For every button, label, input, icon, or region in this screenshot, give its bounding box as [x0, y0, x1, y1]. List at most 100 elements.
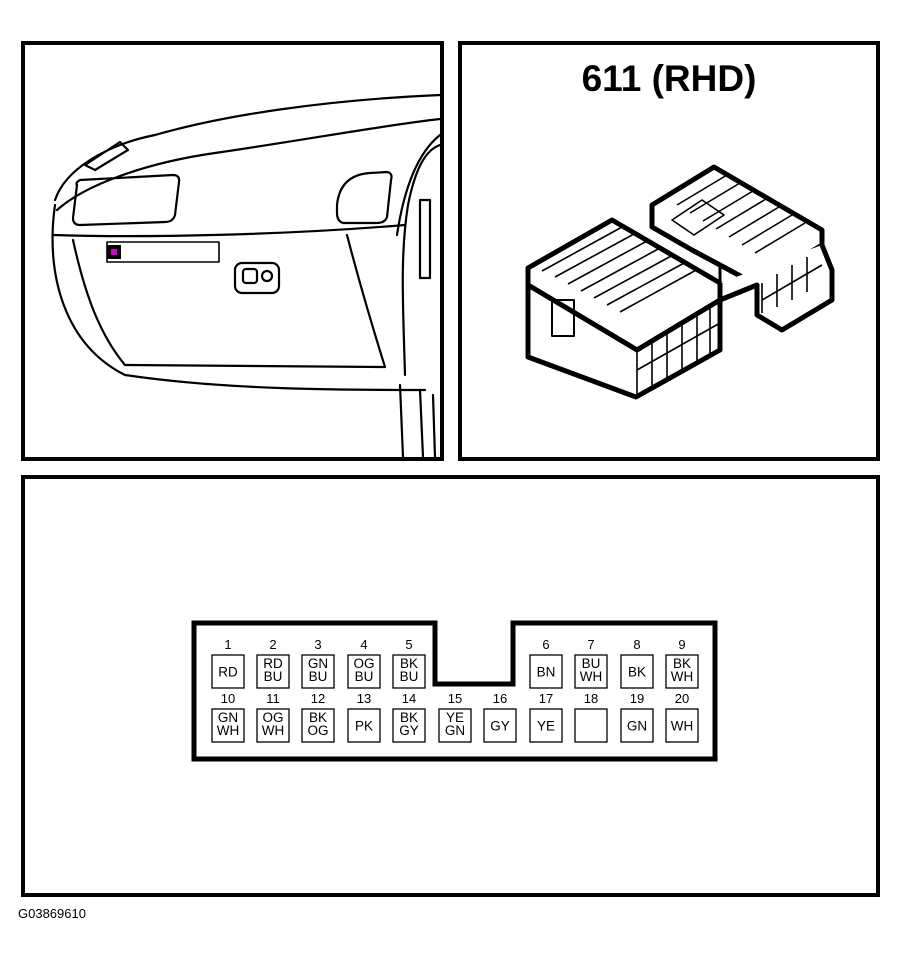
wire-color-code: OG	[307, 723, 328, 738]
pin-number: 6	[542, 637, 549, 652]
pin-cavity	[256, 654, 290, 689]
connector-left-cavities	[636, 307, 721, 397]
pin-cavity	[574, 708, 608, 743]
pin-grid: 1RD2RDBU3GNBU4OGBU5BKBU6BN7BUWH8BK9BKWH1…	[211, 637, 699, 743]
figure-code: G03869610	[18, 906, 86, 921]
pin-cavity	[665, 654, 699, 689]
wire-color-code: YE	[537, 719, 555, 734]
console-trim-strip	[418, 198, 432, 280]
pin-cavity	[256, 708, 290, 743]
pin-cavity	[347, 708, 381, 743]
pin-number: 18	[584, 691, 598, 706]
glove-box-latch	[233, 261, 281, 295]
wire-color-code: BN	[537, 665, 556, 680]
wire-color-code: WH	[262, 723, 285, 738]
dashboard-location-drawing	[51, 93, 440, 457]
console-lower-3	[431, 393, 437, 457]
dash-mid-line	[51, 223, 407, 238]
wire-color-code: WH	[671, 669, 694, 684]
pin-number: 10	[221, 691, 235, 706]
pin-cavity	[392, 654, 426, 689]
pin-number: 14	[402, 691, 416, 706]
wire-color-code: GN	[218, 710, 238, 725]
pin-number: 17	[539, 691, 553, 706]
wire-color-code: BU	[400, 669, 419, 684]
pin-number: 15	[448, 691, 462, 706]
wire-color-code: BK	[673, 656, 691, 671]
connector-lock-lever	[671, 199, 725, 236]
right-air-vent	[335, 170, 393, 225]
connector-left-ribs	[541, 226, 699, 313]
console-edge	[395, 133, 440, 237]
pin-cavity	[301, 654, 335, 689]
connector-latch-tab	[551, 299, 575, 337]
dash-lower-contour	[51, 203, 427, 392]
pin-cavity	[211, 654, 245, 689]
wire-color-code: GN	[445, 723, 465, 738]
pin-cavity	[211, 708, 245, 743]
wire-color-code: RD	[263, 656, 283, 671]
wire-color-code: WH	[217, 723, 240, 738]
wire-color-code: GN	[627, 719, 647, 734]
connector-right-cavities	[761, 257, 823, 313]
wire-color-code: PK	[355, 719, 373, 734]
connector-center-gap	[651, 225, 722, 283]
pin-number: 1	[224, 637, 231, 652]
console-edge-inner	[401, 143, 440, 377]
connector-view-panel: 611 (RHD)	[458, 41, 880, 461]
pin-cavity	[620, 708, 654, 743]
console-lower-2	[418, 388, 425, 457]
pin-cavity	[301, 708, 335, 743]
pin-6: 6BN	[529, 637, 563, 689]
pin-number: 9	[678, 637, 685, 652]
pin-number: 12	[311, 691, 325, 706]
connector-title: 611 (RHD)	[581, 58, 757, 99]
pin-number: 2	[269, 637, 276, 652]
latch-button	[241, 267, 259, 285]
wire-color-code: BU	[309, 669, 328, 684]
location-view-panel	[21, 41, 444, 461]
pin-18: 18	[574, 691, 608, 743]
pin-cavity	[620, 654, 654, 689]
pin-number: 13	[357, 691, 371, 706]
console-lower-1	[398, 383, 405, 457]
wire-color-code: BU	[355, 669, 374, 684]
wire-color-code: WH	[671, 719, 694, 734]
defrost-vent	[83, 140, 130, 172]
dash-top-edge	[53, 93, 440, 202]
dash-upper-contour	[55, 117, 440, 212]
pinout-face-view: 1RD2RDBU3GNBU4OGBU5BKBU6BN7BUWH8BK9BKWH1…	[191, 620, 718, 762]
wire-color-code: OG	[353, 656, 374, 671]
connector-right-block-front	[717, 244, 835, 333]
pin-number: 20	[675, 691, 689, 706]
pin-number: 11	[266, 691, 280, 706]
pin-number: 19	[630, 691, 644, 706]
pin-cavity	[347, 654, 381, 689]
wire-color-code: BK	[400, 710, 418, 725]
wire-color-code: GN	[308, 656, 328, 671]
pin-cavity	[483, 708, 517, 743]
wire-color-code: OG	[262, 710, 283, 725]
pin-cavity	[392, 708, 426, 743]
wire-color-code: WH	[580, 669, 603, 684]
connector-location-dot	[111, 249, 117, 255]
pin-number: 7	[587, 637, 594, 652]
pin-number: 4	[360, 637, 367, 652]
wire-color-code: RD	[218, 665, 238, 680]
pin-number: 8	[633, 637, 640, 652]
wire-color-code: BK	[628, 665, 646, 680]
pin-cavity	[665, 708, 699, 743]
